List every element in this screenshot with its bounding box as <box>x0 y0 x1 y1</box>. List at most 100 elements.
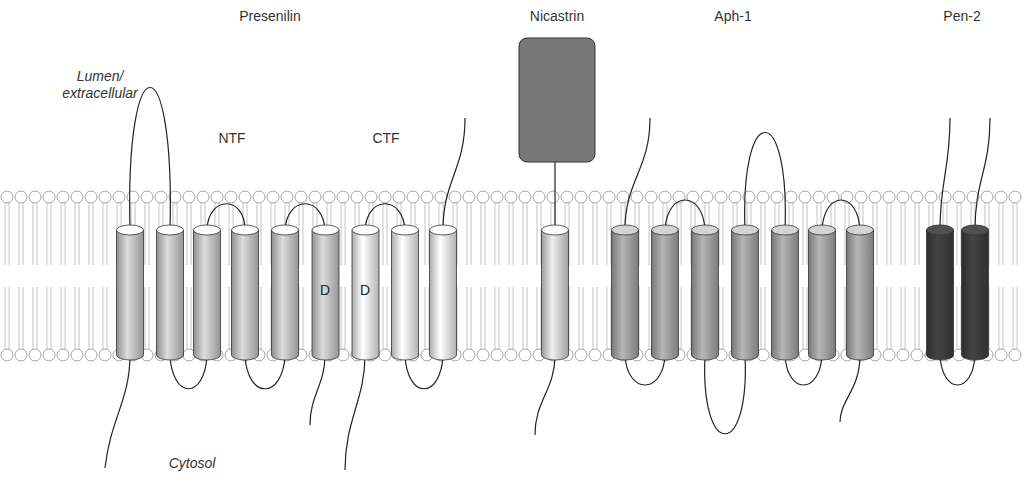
lipid-head <box>211 191 223 203</box>
lipid-tail <box>887 203 888 265</box>
helix-body <box>430 230 457 360</box>
lipid-tail <box>761 203 762 265</box>
lipid-tail <box>37 287 38 349</box>
lipid-tail <box>47 287 48 349</box>
lipid-tail <box>89 203 90 265</box>
lipid-head <box>561 191 573 203</box>
lipid-tail <box>583 287 584 349</box>
lipid-tail <box>537 287 538 349</box>
helix-cylinder <box>542 225 569 360</box>
lipid-tail <box>103 203 104 265</box>
helix-top <box>157 225 184 235</box>
lipid-tail <box>79 287 80 349</box>
protein-name: Presenilin <box>210 8 330 25</box>
lipid-head <box>15 349 27 361</box>
lipid-tail <box>593 287 594 349</box>
lipid-tail <box>5 203 6 265</box>
lipid-tail <box>481 287 482 349</box>
helix-top <box>312 225 339 235</box>
lipid-tail <box>761 287 762 349</box>
lipid-head <box>225 191 237 203</box>
lipid-head <box>911 349 923 361</box>
helix-top <box>732 225 759 235</box>
lipid-head <box>589 349 601 361</box>
lipid-head <box>575 349 587 361</box>
lipid-tail <box>1017 287 1018 349</box>
lipid-head <box>1 349 13 361</box>
helix-body <box>847 230 874 360</box>
protein-name: Aph-1 <box>673 8 793 25</box>
lipid-tail <box>597 287 598 349</box>
lipid-head <box>477 349 489 361</box>
lipid-tail <box>807 287 808 349</box>
lipid-head <box>645 191 657 203</box>
lipid-head <box>547 191 559 203</box>
lipid-head <box>701 191 713 203</box>
lipid-head <box>407 191 419 203</box>
helix-body <box>612 230 639 360</box>
lipid-tail <box>999 203 1000 265</box>
ectodomain-box <box>519 38 595 162</box>
lipid-head <box>953 191 965 203</box>
lipid-tail <box>5 287 6 349</box>
fragment-name: NTF <box>202 130 262 147</box>
lipid-head <box>365 191 377 203</box>
lipid-head <box>925 191 937 203</box>
lipid-head <box>575 191 587 203</box>
fragment-name: CTF <box>356 130 416 147</box>
lipid-head <box>379 349 391 361</box>
peptide-loop <box>130 88 171 231</box>
lipid-tail <box>803 203 804 265</box>
lipid-tail <box>1003 287 1004 349</box>
lipid-tail <box>303 203 304 265</box>
lipid-tail <box>915 287 916 349</box>
lipid-tail <box>499 287 500 349</box>
helix-cylinder <box>157 225 184 360</box>
helix-body <box>232 230 259 360</box>
lipid-head <box>939 191 951 203</box>
helix-cylinder <box>117 225 144 360</box>
lipid-head <box>99 191 111 203</box>
helix-top <box>542 225 569 235</box>
lipid-head <box>351 191 363 203</box>
lipid-tail <box>187 287 188 349</box>
lipid-head <box>15 191 27 203</box>
helix-cylinder <box>962 225 989 360</box>
lipid-tail <box>509 203 510 265</box>
lipid-tail <box>187 203 188 265</box>
lipid-tail <box>65 287 66 349</box>
lipid-tail <box>19 203 20 265</box>
helix-top <box>962 225 989 235</box>
lipid-head <box>897 349 909 361</box>
lipid-tail <box>891 203 892 265</box>
lipid-head <box>617 191 629 203</box>
peptide-loop <box>170 355 207 389</box>
lipid-head <box>687 191 699 203</box>
helix-body <box>194 230 221 360</box>
peptide-loop <box>975 118 990 230</box>
lipid-tail <box>33 203 34 265</box>
lipid-tail <box>481 203 482 265</box>
helix-body <box>809 230 836 360</box>
helix-top <box>430 225 457 235</box>
lipid-tail <box>23 287 24 349</box>
helix-body <box>157 230 184 360</box>
lipid-head <box>141 191 153 203</box>
helix-top <box>352 225 379 235</box>
lipid-tail <box>191 203 192 265</box>
lipid-tail <box>47 203 48 265</box>
peptide-loop <box>705 355 746 434</box>
lipid-tail <box>229 203 230 265</box>
helix-top <box>194 225 221 235</box>
lipid-tail <box>61 203 62 265</box>
lipid-head <box>281 191 293 203</box>
lipid-head <box>435 191 447 203</box>
lipid-tail <box>485 287 486 349</box>
helix-top <box>927 225 954 235</box>
residue-mark: D <box>310 282 341 298</box>
lipid-tail <box>425 287 426 349</box>
lipid-tail <box>341 287 342 349</box>
helix-body <box>962 230 989 360</box>
lipid-bilayer <box>1 191 1021 361</box>
lipid-tail <box>9 287 10 349</box>
